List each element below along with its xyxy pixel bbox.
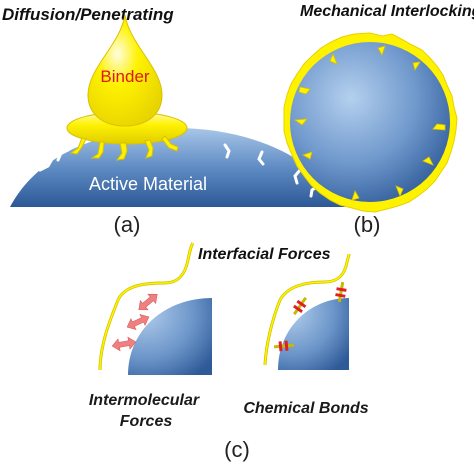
panel-a-title: Diffusion/Penetrating (2, 5, 174, 24)
left-binder-strand-highlight (99, 242, 194, 371)
active-material-mound (10, 128, 345, 207)
binder-label: Binder (100, 67, 149, 86)
interlocking-inclusions (293, 45, 446, 201)
force-arrow (111, 336, 137, 352)
intermolecular-label-line2: Forces (120, 413, 173, 430)
chemical-bond (335, 281, 347, 303)
chemical-bond (293, 296, 307, 316)
panel-c: Interfacial Forces (89, 242, 369, 462)
intermolecular-force-arrows (111, 293, 158, 352)
left-particle (128, 298, 212, 375)
active-particle-sphere (290, 42, 450, 202)
panel-c-title: Interfacial Forces (198, 246, 331, 263)
force-arrow (138, 293, 158, 311)
panel-a-label: (a) (114, 212, 141, 237)
force-arrow (126, 313, 150, 331)
binder-penetration-roots (69, 135, 179, 161)
surface-pores (20, 143, 320, 198)
right-particle (278, 298, 349, 370)
chemical-bond-links (273, 281, 347, 352)
chemical-bond (273, 340, 295, 352)
panel-b-label: (b) (354, 212, 381, 237)
panel-c-label: (c) (224, 437, 250, 462)
panel-a: Diffusion/Penetrating Binder Active Mate… (2, 5, 345, 237)
panel-b-title: Mechanical Interlocking (300, 3, 474, 20)
intermolecular-label-line1: Intermolecular (89, 392, 200, 409)
right-binder-strand-highlight (264, 253, 350, 366)
chemical-bonds-label: Chemical Bonds (243, 400, 368, 417)
panel-b: Mechanical Interlocking (b) (283, 3, 474, 237)
binder-drop (87, 14, 163, 127)
active-material-label: Active Material (89, 174, 207, 194)
